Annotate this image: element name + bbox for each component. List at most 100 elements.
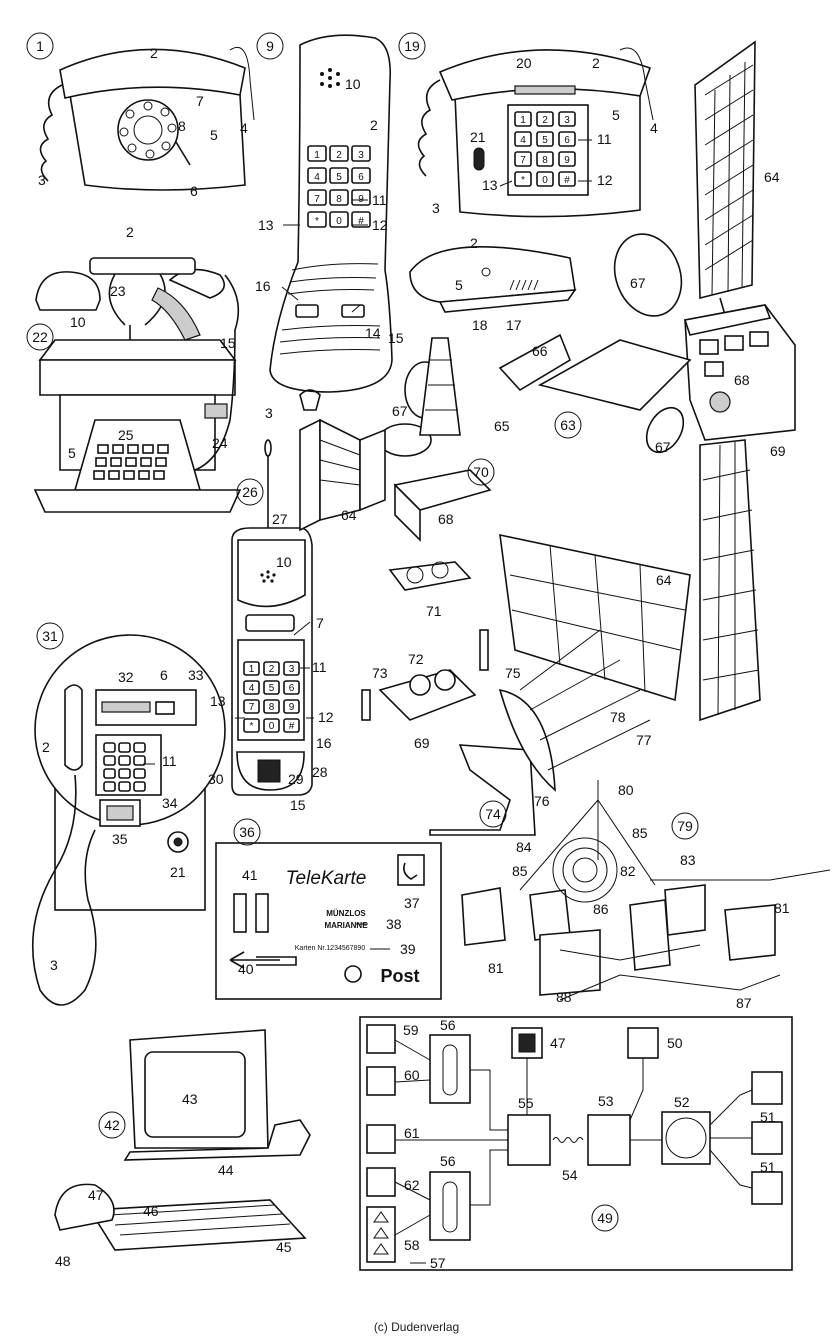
label-5c: 5 xyxy=(455,277,463,293)
label-85: 85 xyxy=(512,863,528,879)
label-40: 40 xyxy=(238,961,254,977)
label-32: 32 xyxy=(118,669,134,685)
keypad-payphone xyxy=(103,742,146,792)
svg-text:19: 19 xyxy=(404,38,420,54)
key-label: 3 xyxy=(289,664,295,675)
key-label: # xyxy=(358,216,364,227)
key-1 xyxy=(514,111,532,127)
key-label: 5 xyxy=(542,135,548,146)
key-4 xyxy=(514,131,532,147)
key-label: 3 xyxy=(358,150,364,161)
label-48: 48 xyxy=(55,1253,71,1269)
label-83: 83 xyxy=(680,852,696,868)
label-21: 21 xyxy=(470,129,486,145)
figure-42: 42 xyxy=(98,1111,126,1139)
label-72: 72 xyxy=(408,651,424,667)
key-label: 2 xyxy=(542,115,548,126)
label-58: 58 xyxy=(404,1237,420,1253)
key-5 xyxy=(263,680,280,695)
label-16b: 16 xyxy=(316,735,332,751)
key-2 xyxy=(329,145,349,162)
key-0 xyxy=(263,718,280,733)
key-label: 6 xyxy=(564,135,570,146)
antique-telephone xyxy=(33,257,242,513)
label-5: 5 xyxy=(210,127,218,143)
label-3c: 3 xyxy=(265,405,273,421)
label-27: 27 xyxy=(272,511,288,527)
label-84: 84 xyxy=(516,839,532,855)
label-4b: 4 xyxy=(650,120,658,136)
label-44: 44 xyxy=(218,1162,234,1178)
label-28: 28 xyxy=(312,764,328,780)
label-35: 35 xyxy=(112,831,128,847)
label-77: 77 xyxy=(636,732,652,748)
label-16: 16 xyxy=(255,278,271,294)
label-30: 30 xyxy=(208,771,224,787)
card-holder-line1: MÜNZLOS xyxy=(326,909,366,918)
key-0 xyxy=(118,781,131,792)
label-67b: 67 xyxy=(392,403,408,419)
label-51: 51 xyxy=(760,1109,776,1125)
key-8 xyxy=(329,189,349,206)
label-65: 65 xyxy=(494,418,510,434)
label-7b: 7 xyxy=(316,615,324,631)
label-78: 78 xyxy=(610,709,626,725)
key-7 xyxy=(243,699,260,714)
key-0 xyxy=(536,171,554,187)
label-54: 54 xyxy=(562,1167,578,1183)
svg-text:70: 70 xyxy=(473,464,489,480)
figure-63: 63 xyxy=(554,411,582,439)
label-3d: 3 xyxy=(50,957,58,973)
figure-26: 26 xyxy=(236,478,264,506)
label-15: 15 xyxy=(220,335,236,351)
label-81: 81 xyxy=(488,960,504,976)
label-57: 57 xyxy=(430,1255,446,1271)
push-button-telephone xyxy=(417,47,654,218)
satellite-modules xyxy=(361,469,492,721)
label-6b: 6 xyxy=(160,667,168,683)
earth-station xyxy=(378,333,571,457)
label-76: 76 xyxy=(534,793,550,809)
card-brand: TeleKarte xyxy=(286,868,367,889)
label-64: 64 xyxy=(764,169,780,185)
label-50: 50 xyxy=(667,1035,683,1051)
label-47b: 47 xyxy=(550,1035,566,1051)
key-label: 6 xyxy=(358,172,364,183)
figure-49: 49 xyxy=(591,1204,619,1232)
figure-22: 22 xyxy=(26,323,54,351)
svg-text:79: 79 xyxy=(677,818,693,834)
key-label: 7 xyxy=(520,155,526,166)
figure-19: 19 xyxy=(398,32,426,60)
solar-array xyxy=(499,533,691,702)
label-43: 43 xyxy=(182,1091,198,1107)
label-80: 80 xyxy=(618,782,634,798)
label-18: 18 xyxy=(472,317,488,333)
key-7 xyxy=(514,151,532,167)
key-label: 1 xyxy=(249,664,255,675)
key-9 xyxy=(133,768,146,779)
key-4 xyxy=(103,755,116,766)
leader-lines xyxy=(143,139,592,950)
answering-machine xyxy=(409,246,577,313)
label-13c: 13 xyxy=(210,693,226,709)
key-5 xyxy=(329,167,349,184)
communications-satellite xyxy=(537,40,796,722)
label-81b: 81 xyxy=(774,900,790,916)
key-star xyxy=(103,781,116,792)
label-2f: 2 xyxy=(42,739,50,755)
key-label: 0 xyxy=(336,216,342,227)
key-5 xyxy=(536,131,554,147)
label-5b: 5 xyxy=(612,107,620,123)
key-4 xyxy=(307,167,327,184)
key-label: * xyxy=(250,721,254,732)
label-2d: 2 xyxy=(126,224,134,240)
label-11c: 11 xyxy=(312,659,327,675)
label-17: 17 xyxy=(506,317,522,333)
personal-computer xyxy=(54,1029,311,1251)
copyright-credit: (c) Dudenverlag xyxy=(373,1320,460,1334)
svg-text:9: 9 xyxy=(266,38,274,54)
key-3 xyxy=(558,111,576,127)
label-66: 66 xyxy=(532,343,548,359)
key-label: 7 xyxy=(314,194,320,205)
solar-panel-folded xyxy=(299,418,386,532)
